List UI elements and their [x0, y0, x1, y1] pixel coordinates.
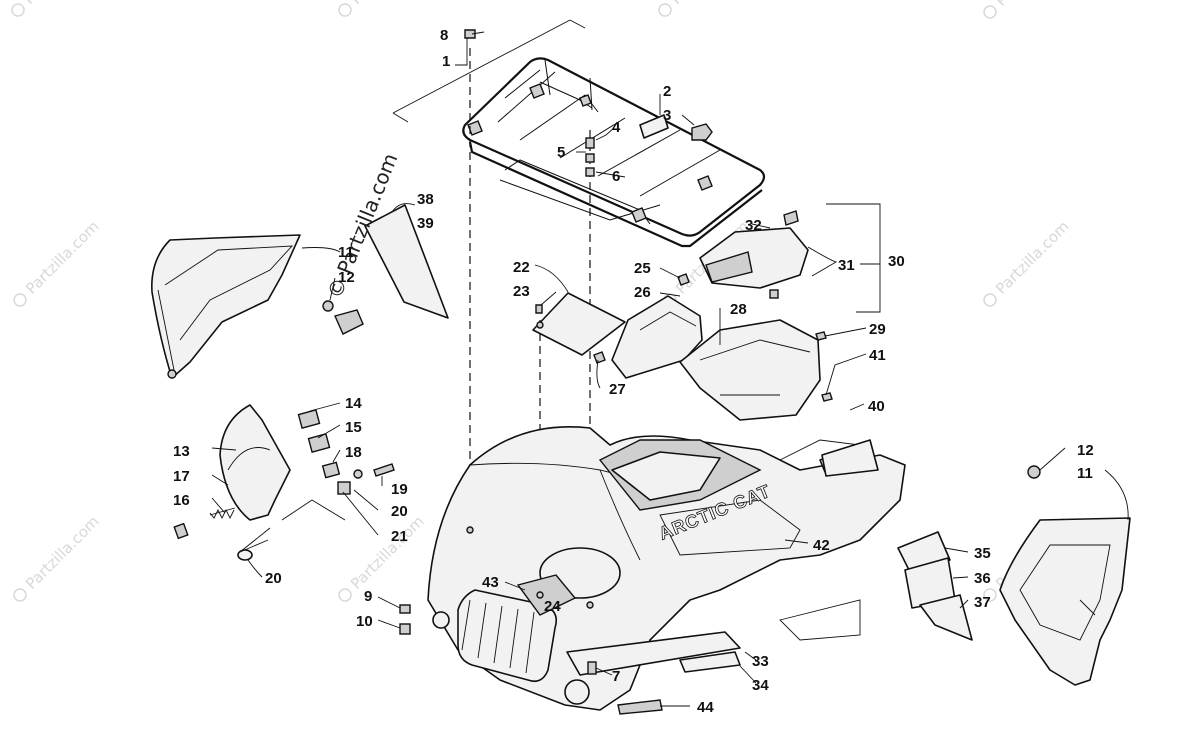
callout-42: 42: [813, 537, 830, 554]
callout-15: 15: [345, 419, 362, 436]
callout-39: 39: [417, 215, 434, 232]
watermark-text: Partzilla.com: [22, 217, 103, 298]
watermark-text: Partzilla.com: [347, 0, 428, 8]
callout-20-right: 20: [391, 503, 408, 520]
decal-40: [821, 439, 879, 477]
callout-20-left: 20: [265, 570, 282, 587]
callout-labels: 8 1 2 3 4 5 6 38 39 11 12 22 23 25 26 32…: [173, 27, 1094, 716]
storage-box-28: [679, 319, 821, 421]
watermark-text: Partzilla.com: [20, 0, 101, 8]
headlight-right: [564, 679, 590, 705]
storage-lid-22: [532, 292, 626, 356]
callout-22: 22: [513, 259, 530, 276]
watermark-text: Partzilla.com: [992, 217, 1073, 298]
callout-23: 23: [513, 283, 530, 300]
callout-11-left: 11: [338, 244, 354, 261]
headlight-housing-13: [173, 404, 395, 561]
copyright-icon: [11, 3, 25, 17]
storage-lid-30: [699, 210, 809, 299]
copyright-icon: [983, 5, 997, 19]
right-side-panel: [999, 465, 1131, 686]
callout-41: 41: [869, 347, 886, 364]
callout-12-left: 12: [338, 269, 355, 286]
callout-12-right: 12: [1077, 442, 1094, 459]
callout-44: 44: [697, 699, 714, 716]
callout-43: 43: [482, 574, 499, 591]
callout-31: 31: [838, 257, 855, 274]
callout-21: 21: [391, 528, 408, 545]
copyright-icon: [338, 3, 352, 17]
callout-29: 29: [869, 321, 886, 338]
callout-36: 36: [974, 570, 991, 587]
callout-13: 13: [173, 443, 190, 460]
callout-38: 38: [417, 191, 434, 208]
callout-4: 4: [612, 119, 621, 136]
plate-43-24: [516, 574, 577, 616]
callout-24: 24: [544, 598, 561, 615]
rack-bracket: [392, 19, 586, 123]
decal-34: [679, 651, 741, 673]
callout-30: 30: [888, 253, 905, 270]
callout-40: 40: [868, 398, 885, 415]
callout-34: 34: [752, 677, 769, 694]
callout-8: 8: [440, 27, 448, 44]
callout-9: 9: [364, 588, 372, 605]
callout-25: 25: [634, 260, 651, 277]
watermark-text: Partzilla.com: [347, 512, 428, 593]
bracket-30: [826, 203, 881, 313]
callout-27: 27: [609, 381, 626, 398]
callout-6: 6: [612, 168, 620, 185]
callout-11-right: 11: [1077, 465, 1093, 482]
decal-38-39: [364, 204, 449, 319]
front-grille: [457, 589, 558, 683]
callout-37: 37: [974, 594, 991, 611]
copyright-icon: [338, 588, 352, 602]
leader-lines: [211, 31, 1129, 707]
rear-rack: [462, 57, 766, 248]
watermark-text: Partzilla.com: [22, 512, 103, 593]
copyright-icon: [983, 588, 997, 602]
callout-18: 18: [345, 444, 362, 461]
callout-33: 33: [752, 653, 769, 670]
callout-26: 26: [634, 284, 651, 301]
callout-3: 3: [663, 107, 671, 124]
callout-2: 2: [663, 83, 671, 100]
callout-7: 7: [612, 668, 620, 685]
callout-1: 1: [442, 53, 450, 70]
callout-28: 28: [730, 301, 747, 318]
copyright-icon: [13, 293, 27, 307]
callout-19: 19: [391, 481, 408, 498]
decals-35-37: [897, 531, 973, 641]
headlight-leader: [239, 499, 346, 553]
callout-14: 14: [345, 395, 362, 412]
copyright-icon: [983, 293, 997, 307]
decal-33: [566, 631, 741, 676]
callout-10: 10: [356, 613, 373, 630]
callout-32: 32: [745, 217, 762, 234]
copyright-icon: [13, 588, 27, 602]
watermark-text: Partzilla.com: [667, 0, 748, 8]
callout-16: 16: [173, 492, 190, 509]
decal-44: [617, 699, 663, 715]
headlight-left: [432, 611, 450, 629]
small-fasteners: [399, 273, 833, 675]
copyright-icon: [658, 3, 672, 17]
fasteners-rack: [464, 29, 713, 177]
left-side-panel: [151, 234, 364, 379]
callout-5: 5: [557, 144, 565, 161]
callout-35: 35: [974, 545, 991, 562]
watermark-text: Partzilla.com: [992, 0, 1073, 10]
leader-line: [455, 38, 468, 66]
storage-panel-26: [611, 295, 703, 379]
callout-17: 17: [173, 468, 190, 485]
